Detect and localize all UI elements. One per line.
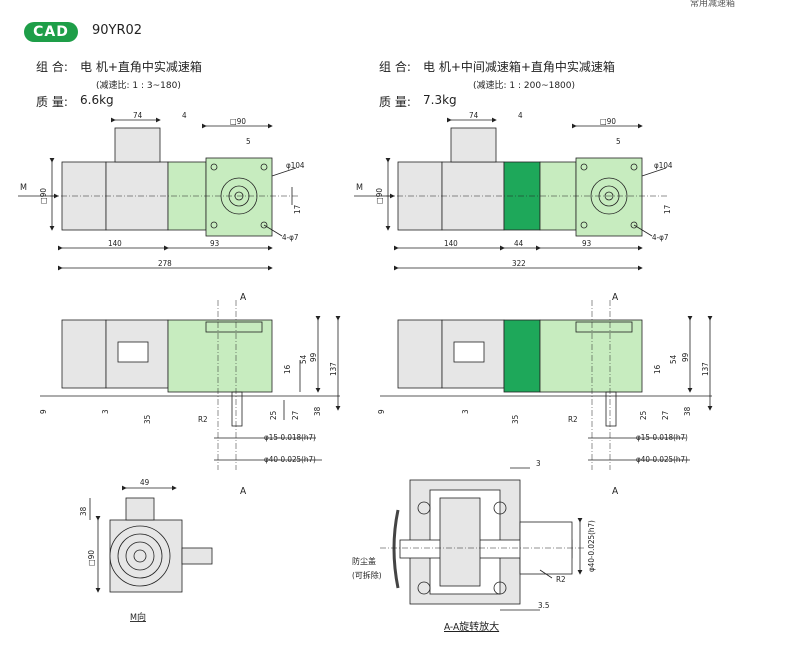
right-side-27: 27 — [661, 411, 670, 420]
right-side-35: 35 — [511, 415, 520, 424]
right-dim-sq90: □90 — [600, 117, 616, 126]
right-side-54: 54 — [669, 354, 678, 364]
right-side-9: 9 — [377, 409, 386, 414]
right-dim-4: 4 — [518, 111, 523, 120]
left-dim-93: 93 — [210, 239, 219, 248]
left-side-9: 9 — [39, 409, 48, 414]
mview-dim-sq90: □90 — [87, 550, 96, 566]
section-dim-35: 3.5 — [538, 601, 549, 610]
right-combo: 电 机+中间减速箱+直角中实减速箱 — [423, 60, 615, 74]
right-side-99: 99 — [681, 352, 690, 362]
right-side-25: 25 — [639, 411, 648, 420]
section-dim-3: 3 — [536, 459, 541, 468]
right-dim-93: 93 — [582, 239, 591, 248]
left-section-a-top: A — [240, 292, 247, 303]
left-dim-17: 17 — [293, 205, 302, 214]
left-dim-140: 140 — [108, 239, 122, 248]
right-side-137: 137 — [701, 362, 710, 376]
mview-dim-38: 38 — [79, 506, 88, 516]
left-section-a-bottom: A — [240, 486, 247, 497]
left-side-phi40: φ40-0.025(h7) — [264, 455, 316, 464]
right-dim-322: 322 — [512, 259, 526, 268]
right-dim-4phi7: 4-φ7 — [652, 233, 669, 242]
right-top-view — [354, 117, 668, 271]
right-dim-phi104: φ104 — [654, 161, 673, 170]
left-dim-5: 5 — [246, 137, 251, 146]
right-side-3: 3 — [461, 409, 470, 414]
left-side-16: 16 — [283, 364, 292, 374]
left-m-arrow-label: M — [20, 183, 27, 193]
mview-dim-49: 49 — [140, 478, 150, 487]
left-dim-278: 278 — [158, 259, 172, 268]
left-top-view — [18, 117, 300, 271]
left-mass-label: 质 量: — [36, 95, 68, 109]
right-side-r2: R2 — [568, 415, 578, 424]
left-side-137: 137 — [329, 362, 338, 376]
left-side-r2: R2 — [198, 415, 208, 424]
left-combo-label: 组 合: — [36, 60, 68, 74]
corner-caption: 常用减速箱 — [690, 0, 736, 9]
section-title: A-A旋转放大 — [444, 620, 499, 633]
left-dim-74: 74 — [133, 111, 143, 120]
left-side-99: 99 — [309, 352, 318, 362]
left-side-35: 35 — [143, 415, 152, 424]
left-mass: 6.6kg — [80, 93, 114, 107]
left-side-3: 3 — [101, 409, 110, 414]
left-side-25: 25 — [269, 411, 278, 420]
left-dim-sq90v: □90 — [39, 188, 48, 204]
right-side-phi15: φ15-0.018(h7) — [636, 433, 688, 442]
right-dim-44: 44 — [514, 239, 524, 248]
left-side-phi15: φ15-0.018(h7) — [264, 433, 316, 442]
left-dim-phi104: φ104 — [286, 161, 305, 170]
section-cover-note: (可拆除) — [352, 570, 382, 580]
left-side-54: 54 — [299, 354, 308, 364]
right-section-a-top: A — [612, 292, 619, 303]
m-view — [89, 485, 213, 593]
section-cover-label: 防尘盖 — [352, 556, 376, 566]
section-view — [380, 467, 584, 611]
right-side-16: 16 — [653, 364, 662, 374]
right-ratio: (减速比: 1 : 200~1800) — [473, 81, 576, 91]
left-dim-4phi7: 4-φ7 — [282, 233, 299, 242]
right-section-a-bottom: A — [612, 486, 619, 497]
right-side-38: 38 — [683, 406, 692, 416]
right-side-view — [380, 300, 713, 470]
left-side-38: 38 — [313, 406, 322, 416]
mview-label: M向 — [130, 611, 146, 623]
left-ratio: (减速比: 1 : 3~180) — [96, 81, 181, 91]
left-dim-4: 4 — [182, 111, 187, 120]
section-phi40: φ40-0.025(h7) — [587, 520, 596, 572]
right-mass: 7.3kg — [423, 93, 457, 107]
left-side-view — [40, 300, 341, 470]
right-m-arrow-label: M — [356, 183, 363, 193]
right-side-phi40: φ40-0.025(h7) — [636, 455, 688, 464]
right-dim-5: 5 — [616, 137, 621, 146]
right-dim-17: 17 — [663, 205, 672, 214]
right-dim-140: 140 — [444, 239, 458, 248]
left-dim-sq90: □90 — [230, 117, 246, 126]
model-number: 90YR02 — [92, 23, 143, 38]
section-r2: R2 — [556, 575, 566, 584]
right-dim-74: 74 — [469, 111, 479, 120]
cad-badge[interactable]: CAD — [24, 22, 78, 42]
right-combo-label: 组 合: — [379, 60, 411, 74]
left-combo: 电 机+直角中实减速箱 — [80, 60, 202, 74]
right-mass-label: 质 量: — [379, 95, 411, 109]
left-side-27: 27 — [291, 411, 300, 420]
right-dim-sq90v: □90 — [375, 188, 384, 204]
